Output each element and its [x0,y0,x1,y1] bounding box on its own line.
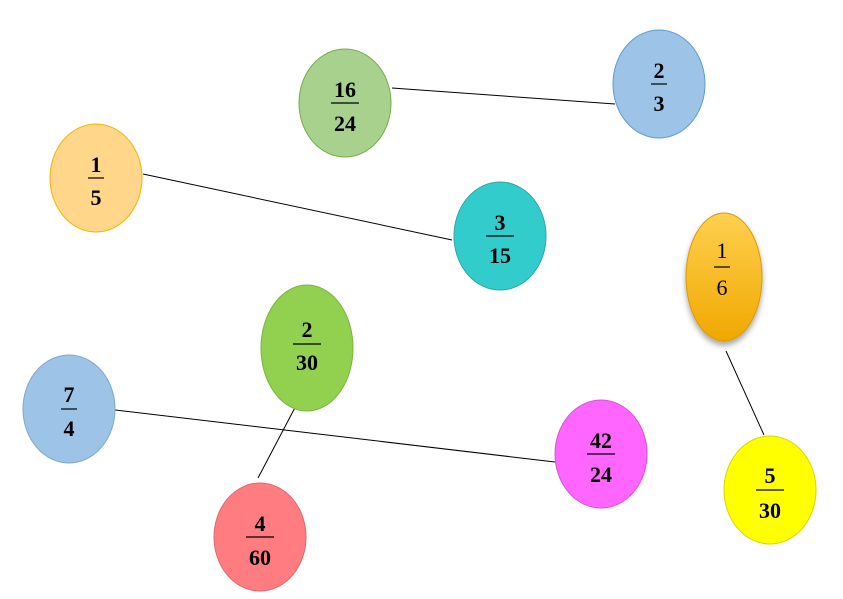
denominator-16-24: 24 [334,111,356,136]
connector-2-30-to-4-60 [257,399,300,479]
fraction-node-16-24: 16 24 [298,48,392,158]
fraction-node-1-6: 1 6 [685,212,763,342]
fraction-node-3-15: 3 15 [453,181,547,291]
denominator-2-30: 30 [296,350,318,375]
fraction-node-42-24: 42 24 [554,399,648,509]
numerator-2-30: 2 [302,317,313,342]
denominator-5-30: 30 [759,498,781,523]
numerator-2-3: 2 [654,58,665,83]
numerator-3-15: 3 [495,210,506,235]
fraction-node-5-30: 5 30 [723,435,817,545]
fraction-node-4-60: 4 60 [213,482,307,592]
denominator-4-60: 60 [249,545,271,570]
connector-1-5-to-3-15 [142,173,453,241]
fraction-node-2-30: 2 30 [260,284,354,412]
connector-7-4-to-42-24 [114,409,556,463]
numerator-1-5: 1 [91,152,102,177]
numerator-42-24: 42 [590,428,612,453]
numerator-1-6: 1 [717,238,728,263]
denominator-3-15: 15 [489,243,511,268]
denominator-42-24: 24 [590,462,612,487]
numerator-4-60: 4 [255,511,266,536]
fraction-ellipse-2-30 [260,284,354,412]
denominator-7-4: 4 [64,416,75,441]
connector-1-6-to-5-30 [725,350,765,436]
fraction-node-1-5: 1 5 [49,123,143,233]
fraction-node-7-4: 7 4 [22,354,116,464]
numerator-16-24: 16 [334,77,356,102]
denominator-1-6: 6 [717,275,728,300]
fraction-ellipse-1-6 [685,212,763,342]
denominator-2-3: 3 [654,91,665,116]
connector-16-24-to-2-3 [391,87,616,105]
denominator-1-5: 5 [91,185,102,210]
numerator-7-4: 7 [64,382,75,407]
connector-lines [114,87,765,479]
fraction-node-2-3: 2 3 [612,29,706,139]
numerator-5-30: 5 [765,463,776,488]
